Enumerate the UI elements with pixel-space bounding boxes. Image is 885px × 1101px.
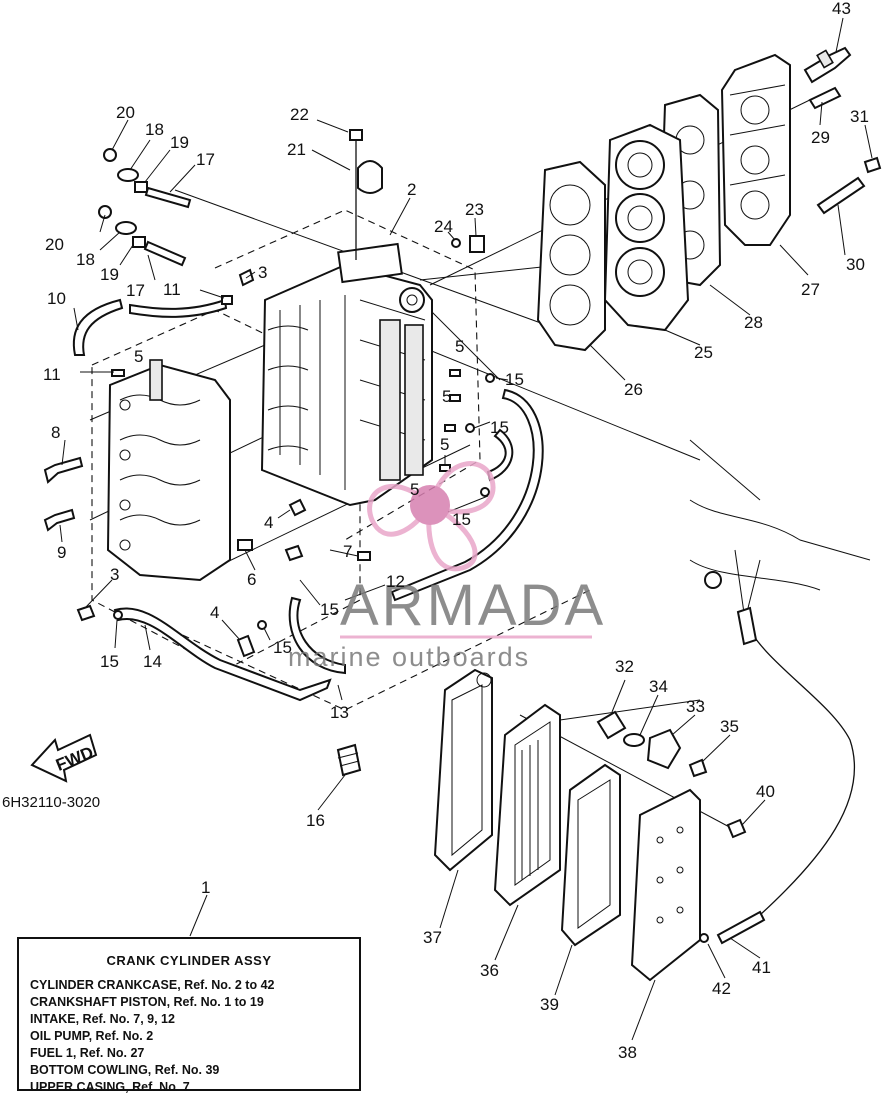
callout-12: 12 (386, 572, 405, 591)
callout-labels: 43 22 20 18 19 17 21 2 29 31 24 23 20 18… (43, 0, 869, 1062)
spark-plug (803, 46, 852, 84)
callout-42: 42 (712, 979, 731, 998)
oil-pipe (689, 499, 871, 945)
callout-33: 33 (686, 697, 705, 716)
callout-5: 5 (442, 387, 451, 406)
callout-11: 11 (163, 280, 181, 299)
head-gasket-26 (536, 160, 606, 352)
assembly-lines (89, 94, 821, 831)
callout-27: 27 (801, 280, 820, 299)
callout-20: 20 (116, 103, 135, 122)
reed-gasket-39 (560, 763, 621, 947)
forward-direction-arrow: FWD (30, 733, 98, 783)
callout-32: 32 (615, 657, 634, 676)
hoses (72, 298, 544, 702)
callout-5: 5 (410, 480, 419, 499)
thermostat-parts (596, 710, 747, 839)
callout-19: 19 (170, 133, 189, 152)
callout-37: 37 (423, 928, 442, 947)
small-fasteners (43, 268, 709, 943)
legend-row: BOTTOM COWLING, Ref. No. 39 (30, 1063, 220, 1077)
callout-14: 14 (143, 652, 162, 671)
callout-39: 39 (540, 995, 559, 1014)
callout-35: 35 (720, 717, 739, 736)
callout-2: 2 (407, 180, 416, 199)
callout-36: 36 (480, 961, 499, 980)
callout-5: 5 (440, 435, 449, 454)
callout-5: 5 (134, 347, 143, 366)
callout-17: 17 (126, 281, 145, 300)
callout-18: 18 (76, 250, 95, 269)
reed-gasket-37 (433, 668, 493, 872)
legend-box: CRANK CYLINDER ASSY CYLINDER CRANKCASE, … (17, 937, 361, 1094)
legend-row: UPPER CASING, Ref. No. 7 (30, 1080, 190, 1094)
legend-row: OIL PUMP, Ref. No. 2 (30, 1029, 154, 1043)
callout-34: 34 (649, 677, 668, 696)
callout-16: 16 (306, 811, 325, 830)
legend-row: INTAKE, Ref. No. 7, 9, 12 (30, 1012, 175, 1026)
callout-15: 15 (452, 510, 471, 529)
callout-4: 4 (210, 603, 219, 622)
callout-20: 20 (45, 235, 64, 254)
legend-title: CRANK CYLINDER ASSY (106, 953, 272, 968)
callout-11: 11 (43, 365, 61, 384)
callout-9: 9 (57, 543, 66, 562)
callout-1: 1 (201, 878, 210, 897)
callout-41: 41 (752, 958, 771, 977)
callout-43: 43 (832, 0, 851, 18)
legend-row: CRANKSHAFT PISTON, Ref. No. 1 to 19 (30, 995, 264, 1009)
cylinder-crankcase-block (260, 242, 433, 507)
propeller-logo-icon (367, 461, 496, 572)
callout-31: 31 (850, 107, 869, 126)
callout-8: 8 (51, 423, 60, 442)
callout-29: 29 (811, 128, 830, 147)
callout-leaders (59, 17, 873, 1041)
callout-3: 3 (110, 565, 119, 584)
callout-28: 28 (744, 313, 763, 332)
reed-valve-36 (493, 703, 561, 907)
callout-5: 5 (455, 337, 464, 356)
callout-7: 7 (343, 542, 352, 561)
watermark-brand: ARMADA (340, 573, 606, 638)
callout-3: 3 (258, 263, 267, 282)
callout-15: 15 (490, 418, 509, 437)
callout-6: 6 (247, 570, 256, 589)
callout-21: 21 (287, 140, 306, 159)
callout-24: 24 (434, 217, 453, 236)
callout-10: 10 (47, 289, 66, 308)
legend-row: FUEL 1, Ref. No. 27 (30, 1046, 145, 1060)
callout-23: 23 (465, 200, 484, 219)
callout-40: 40 (756, 782, 775, 801)
callout-30: 30 (846, 255, 865, 274)
cylinder-head (603, 123, 690, 332)
cylinder-head-cover (720, 53, 791, 246)
callout-17: 17 (196, 150, 215, 169)
crankcase-left-half (106, 359, 231, 582)
diagram-code: 6H32110-3020 (2, 794, 101, 811)
fwd-label: FWD (53, 743, 96, 775)
bolts-right (808, 86, 882, 215)
callout-18: 18 (145, 120, 164, 139)
callout-25: 25 (694, 343, 713, 362)
reed-cover-38 (630, 788, 701, 982)
callout-13: 13 (330, 703, 349, 722)
callout-15: 15 (320, 600, 339, 619)
callout-26: 26 (624, 380, 643, 399)
callout-15: 15 (505, 370, 524, 389)
callout-4: 4 (264, 513, 273, 532)
callout-15: 15 (100, 652, 119, 671)
callout-15: 15 (273, 638, 292, 657)
watermark-tagline: marine outboards (288, 642, 530, 672)
callout-38: 38 (618, 1043, 637, 1062)
legend-row: CYLINDER CRANKCASE, Ref. No. 2 to 42 (30, 978, 275, 992)
small-parts-top-left (98, 129, 485, 267)
callout-19: 19 (100, 265, 119, 284)
callout-22: 22 (290, 105, 309, 124)
armada-watermark: ARMADA marine outboards (288, 461, 606, 672)
